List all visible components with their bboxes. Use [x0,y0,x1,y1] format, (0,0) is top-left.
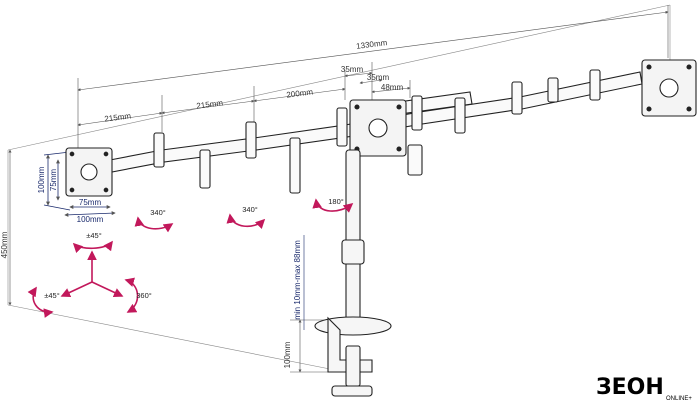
vesa-dimensions [43,151,116,217]
brand-logo: ЗЕОН ONLINE+ [596,375,692,402]
label-seg-e: 35mm [367,73,390,82]
brand-logo-sub: ONLINE+ [666,396,692,402]
label-swivel-3: 180° [328,197,344,206]
label-clamp-range: min 10mm-max 88mm [293,240,302,320]
arm-assembly [109,69,643,194]
vesa-plate-left [65,147,113,197]
label-vesa-h-inner: 75mm [49,169,58,192]
label-swivel-2: 340° [242,205,258,214]
label-tilt: ±45° [86,231,101,240]
dimension-lines [8,5,669,373]
pole-and-clamp [314,149,392,397]
label-clamp-depth: 100mm [283,341,292,368]
label-rotate: 360° [136,291,152,300]
label-vesa-h-outer: 100mm [37,166,46,193]
label-seg-b: 215mm [196,98,224,110]
label-seg-d: 35mm [341,65,364,74]
label-seg-f: 48mm [381,83,404,92]
label-vesa-w-inner: 75mm [79,198,102,207]
label-height: 450mm [0,231,9,258]
label-vesa-w-outer: 100mm [77,215,104,224]
vesa-plate-right [641,59,697,117]
brand-logo-text: ЗЕОН [596,375,664,400]
vesa-plate-center [349,99,407,157]
label-tilt-side: ±45° [44,291,59,300]
label-overall-width: 1330mm [356,38,388,51]
rotation-arrows [27,198,354,318]
label-seg-c: 200mm [286,87,314,99]
label-swivel-1: 340° [150,208,166,217]
label-seg-a: 215mm [104,111,132,123]
